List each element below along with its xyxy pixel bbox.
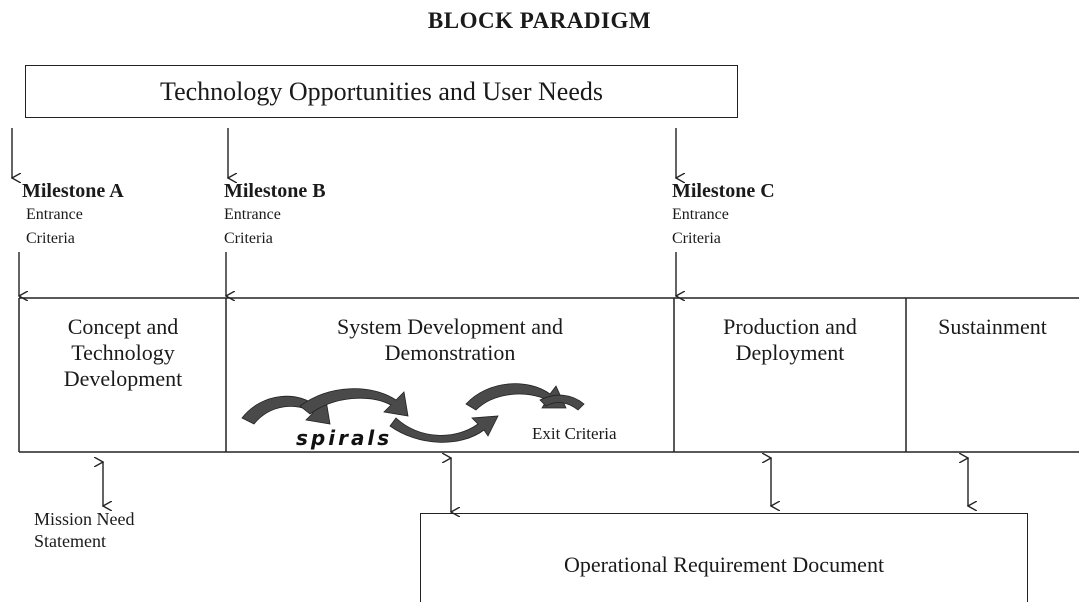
milestone-a-title: Milestone A bbox=[22, 180, 124, 202]
technology-opportunities-box: Technology Opportunities and User Needs bbox=[25, 65, 738, 118]
spiral-arrow-4 bbox=[465, 383, 567, 411]
mission-need-line1: Mission Need bbox=[34, 509, 135, 529]
milestone-a-criteria: Criteria bbox=[26, 230, 75, 247]
phase-sustainment-line1: Sustainment bbox=[938, 314, 1047, 339]
spiral-arrows-graphic bbox=[241, 383, 585, 443]
milestone-a-entrance: Entrance bbox=[26, 206, 83, 223]
phase-concept-line3: Development bbox=[63, 366, 183, 391]
technology-opportunities-label: Technology Opportunities and User Needs bbox=[160, 76, 603, 106]
milestone-c: Milestone C Entrance Criteria bbox=[672, 180, 775, 251]
milestone-c-criteria: Criteria bbox=[672, 230, 721, 247]
phase-sdd-line2: Demonstration bbox=[384, 340, 516, 365]
diagram-title: BLOCK PARADIGM bbox=[427, 8, 652, 33]
phase-production-line2: Deployment bbox=[735, 340, 845, 365]
spiral-arrow-2 bbox=[299, 388, 409, 417]
phase-sdd-line1: System Development and bbox=[336, 314, 564, 339]
spiral-arrow-3 bbox=[389, 415, 499, 443]
phase-concept-technology-development: Concept and Technology Development bbox=[20, 298, 226, 452]
spiral-arrow-5 bbox=[539, 394, 585, 411]
phase-sustainment: Sustainment bbox=[906, 298, 1079, 452]
mission-need-line2: Statement bbox=[34, 531, 106, 551]
phase-concept-line1: Concept and bbox=[67, 314, 179, 339]
spirals-label: spirals bbox=[296, 426, 393, 450]
operational-requirement-document-box: Operational Requirement Document bbox=[420, 513, 1028, 602]
milestone-b-entrance: Entrance bbox=[224, 206, 281, 223]
milestone-a: Milestone A Entrance Criteria bbox=[22, 180, 124, 251]
phase-concept-line2: Technology bbox=[71, 340, 175, 365]
milestone-b-criteria: Criteria bbox=[224, 230, 273, 247]
mission-need-statement: Mission Need Statement bbox=[34, 508, 135, 552]
milestone-b: Milestone B Entrance Criteria bbox=[224, 180, 326, 251]
phase-system-development-demonstration: System Development and Demonstration bbox=[226, 298, 674, 452]
milestone-c-title: Milestone C bbox=[672, 180, 775, 202]
phase-production-deployment: Production and Deployment bbox=[674, 298, 906, 452]
exit-criteria-label: Exit Criteria bbox=[532, 424, 617, 443]
operational-requirement-document-label: Operational Requirement Document bbox=[563, 552, 885, 577]
milestone-b-title: Milestone B bbox=[224, 180, 326, 202]
phase-production-line1: Production and bbox=[723, 314, 857, 339]
milestone-c-entrance: Entrance bbox=[672, 206, 729, 223]
